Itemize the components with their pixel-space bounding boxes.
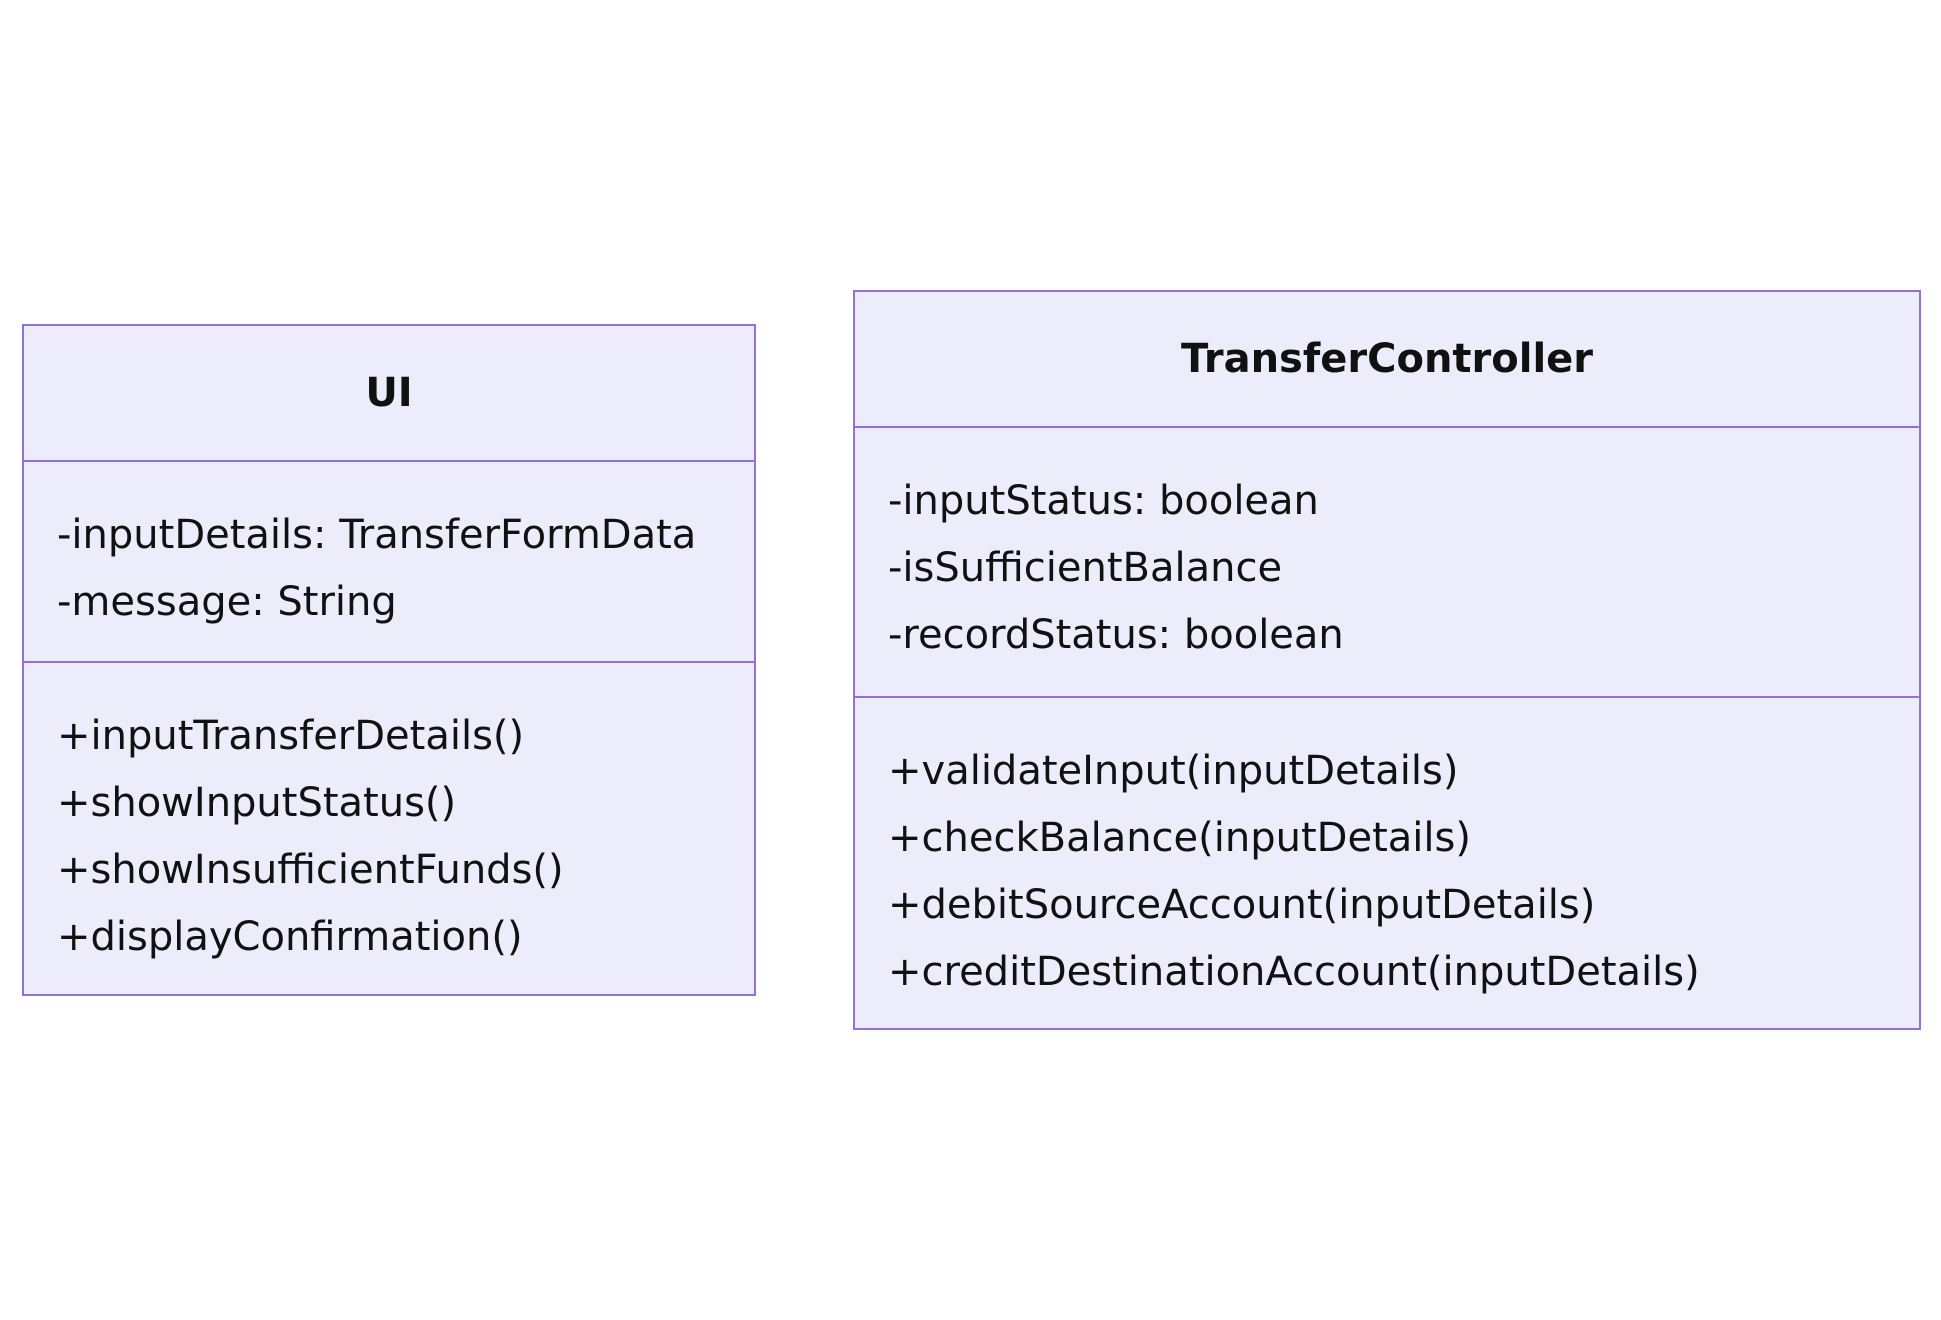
class-box-ui: UI -inputDetails: TransferFormData -mess…	[22, 324, 756, 996]
class-name-transfer-controller: TransferController	[1180, 336, 1594, 382]
attribute-tc-input-status: -inputStatus: boolean	[888, 478, 1319, 524]
class-name-ui: UI	[365, 370, 413, 416]
methods-section-transfer-controller: +validateInput(inputDetails) +checkBalan…	[855, 698, 1919, 1030]
method-ui-show-insufficient-funds: +showInsufficientFunds()	[57, 847, 564, 893]
attributes-section-ui: -inputDetails: TransferFormData -message…	[24, 462, 754, 663]
attribute-ui-input-details: -inputDetails: TransferFormData	[57, 512, 697, 558]
method-ui-show-input-status: +showInputStatus()	[57, 780, 457, 826]
attribute-tc-record-status: -recordStatus: boolean	[888, 612, 1344, 658]
class-box-transfer-controller: TransferController -inputStatus: boolean…	[853, 290, 1921, 1030]
method-ui-display-confirmation: +displayConfirmation()	[57, 914, 523, 960]
methods-section-ui: +inputTransferDetails() +showInputStatus…	[24, 663, 754, 995]
class-header-transfer-controller: TransferController	[855, 292, 1919, 428]
attribute-tc-is-sufficient-balance: -isSufficientBalance	[888, 545, 1283, 591]
class-header-ui: UI	[24, 326, 754, 462]
method-tc-debit-source-account: +debitSourceAccount(inputDetails)	[888, 882, 1596, 928]
attribute-ui-message: -message: String	[57, 579, 397, 625]
method-tc-credit-destination-account: +creditDestinationAccount(inputDetails)	[888, 949, 1700, 995]
method-tc-check-balance: +checkBalance(inputDetails)	[888, 815, 1471, 861]
method-ui-input-transfer-details: +inputTransferDetails()	[57, 713, 525, 759]
attributes-section-transfer-controller: -inputStatus: boolean -isSufficientBalan…	[855, 428, 1919, 698]
method-tc-validate-input: +validateInput(inputDetails)	[888, 748, 1459, 794]
